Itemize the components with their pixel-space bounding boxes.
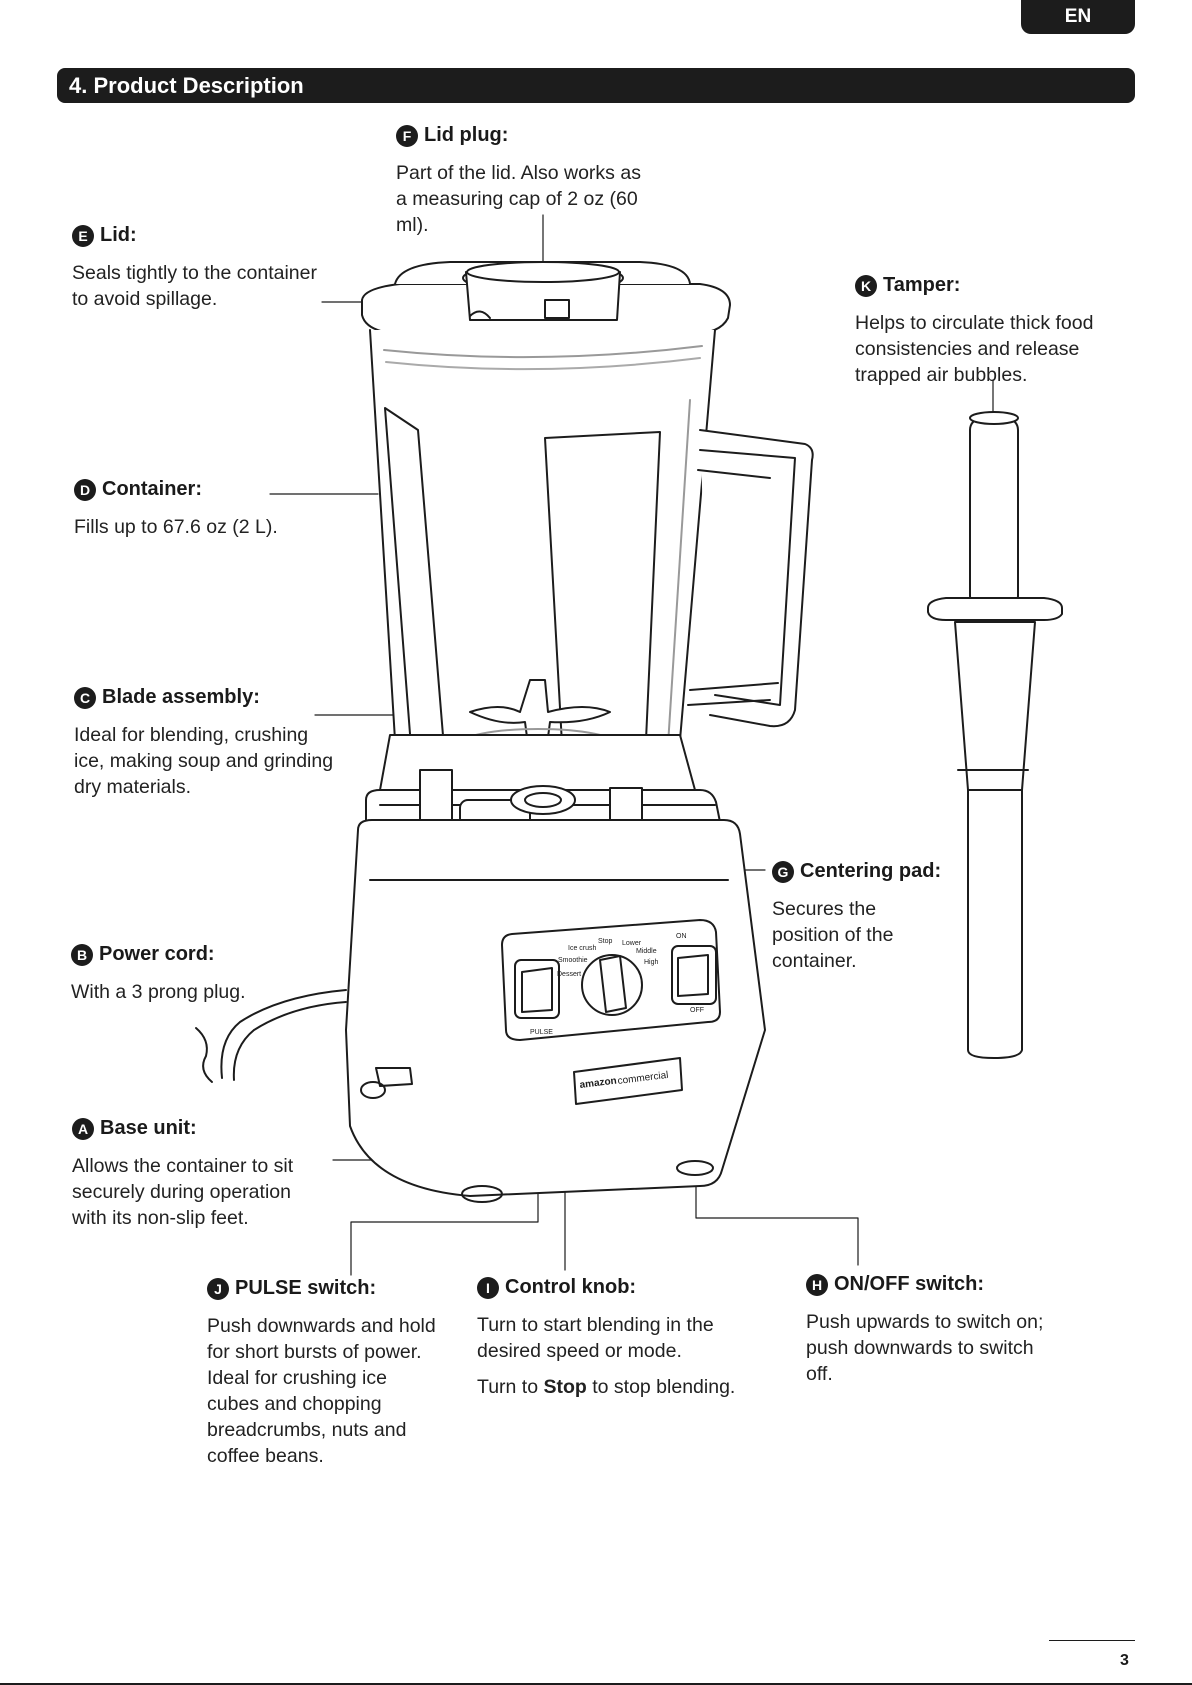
badge-e: E [72, 224, 94, 247]
footer-rule [1049, 1640, 1135, 1641]
control-knob-desc-2-pre: Turn to [477, 1376, 544, 1398]
control-knob-desc: Turn to start blending in the desired sp… [477, 1312, 777, 1400]
tamper-drawing [927, 411, 1063, 1059]
callout-lid-plug: F Lid plug: Part of the lid. Also works a… [396, 124, 656, 238]
base-unit-drawing [345, 819, 766, 1203]
lid-title: Lid: [100, 224, 137, 246]
container-desc: Fills up to 67.6 oz (2 L). [74, 516, 278, 538]
language-tab: EN [1021, 0, 1135, 34]
callout-on-off-switch: H ON/OFF switch: Push upwards to switch o… [806, 1273, 1066, 1387]
label-dessert: Dessert [557, 971, 581, 978]
callout-blade-assembly: C Blade assembly: Ideal for blending, cru… [74, 686, 334, 800]
badge-j: J [207, 1277, 229, 1300]
badge-k: K [855, 274, 877, 297]
blade-assembly-desc: Ideal for blending, crushing ice, making… [74, 724, 334, 798]
badge-h: H [806, 1273, 828, 1296]
base-unit-desc: Allows the container to sit securely dur… [72, 1155, 294, 1229]
lid-plug-desc: Part of the lid. Also works as a measuri… [396, 162, 641, 236]
lid-desc: Seals tightly to the container to avoid … [72, 262, 317, 310]
control-panel-labels: Stop Ice crush Lower Smoothie Middle Des… [530, 933, 704, 1091]
callout-container: D Container: Fills up to 67.6 oz (2 L). [74, 478, 334, 540]
badge-c: C [74, 686, 96, 709]
pulse-switch-title: PULSE switch: [235, 1277, 377, 1299]
control-knob-desc-2-post: to stop blending. [586, 1376, 736, 1398]
section-title: 4. Product Description [57, 68, 1135, 103]
on-off-switch-title: ON/OFF switch: [834, 1273, 984, 1295]
badge-d: D [74, 478, 96, 501]
callout-pulse-switch: J PULSE switch: Push downwards and hold f… [207, 1277, 447, 1469]
container-title: Container: [102, 478, 202, 500]
callout-lid: E Lid: Seals tightly to the container to … [72, 224, 332, 312]
label-lower: Lower [622, 940, 642, 947]
control-knob-title: Control knob: [505, 1276, 637, 1298]
control-knob-desc-1: Turn to start blending in the desired sp… [477, 1314, 714, 1362]
lid-plug-title: Lid plug: [424, 124, 509, 146]
label-off: OFF [690, 1007, 704, 1014]
badge-i: I [477, 1276, 499, 1299]
tamper-desc: Helps to circulate thick food consistenc… [855, 312, 1094, 386]
base-unit-title: Base unit: [100, 1117, 197, 1139]
control-knob-desc-2: Turn to Stop to stop blending. [477, 1374, 777, 1400]
label-stop: Stop [598, 938, 613, 945]
callout-centering-pad: G Centering pad: Secures the position of … [772, 860, 972, 974]
power-cord-drawing [195, 989, 347, 1083]
page-number: 3 [1120, 1652, 1129, 1669]
stop-keyword: Stop [543, 1376, 587, 1398]
label-middle: Middle [636, 948, 657, 955]
lid-drawing [361, 261, 731, 335]
on-off-switch-desc: Push upwards to switch on; push downward… [806, 1311, 1044, 1385]
tamper-title: Tamper: [883, 274, 961, 296]
centering-pad-desc: Secures the position of the container. [772, 898, 894, 972]
badge-a: A [72, 1117, 94, 1140]
callout-power-cord: B Power cord: With a 3 prong plug. [71, 943, 331, 1005]
pulse-switch-desc: Push downwards and hold for short bursts… [207, 1315, 436, 1467]
callout-base-unit: A Base unit: Allows the container to sit … [72, 1117, 332, 1231]
label-ice-crush: Ice crush [568, 945, 597, 952]
badge-g: G [772, 860, 794, 883]
badge-f: F [396, 124, 418, 147]
container-drawing [369, 329, 814, 763]
bottom-rule [0, 1683, 1192, 1685]
label-high: High [644, 959, 659, 966]
label-smoothie: Smoothie [558, 957, 588, 964]
centering-pad-title: Centering pad: [800, 860, 942, 882]
badge-b: B [71, 943, 93, 966]
callout-tamper: K Tamper: Helps to circulate thick food c… [855, 274, 1135, 388]
callout-control-knob: I Control knob: Turn to start blending in… [477, 1276, 777, 1410]
blade-assembly-title: Blade assembly: [102, 686, 260, 708]
power-cord-desc: With a 3 prong plug. [71, 981, 246, 1003]
label-on: ON [676, 933, 687, 940]
power-cord-title: Power cord: [99, 943, 215, 965]
label-pulse: PULSE [530, 1029, 553, 1036]
brand-logo: amazon [579, 1076, 617, 1091]
